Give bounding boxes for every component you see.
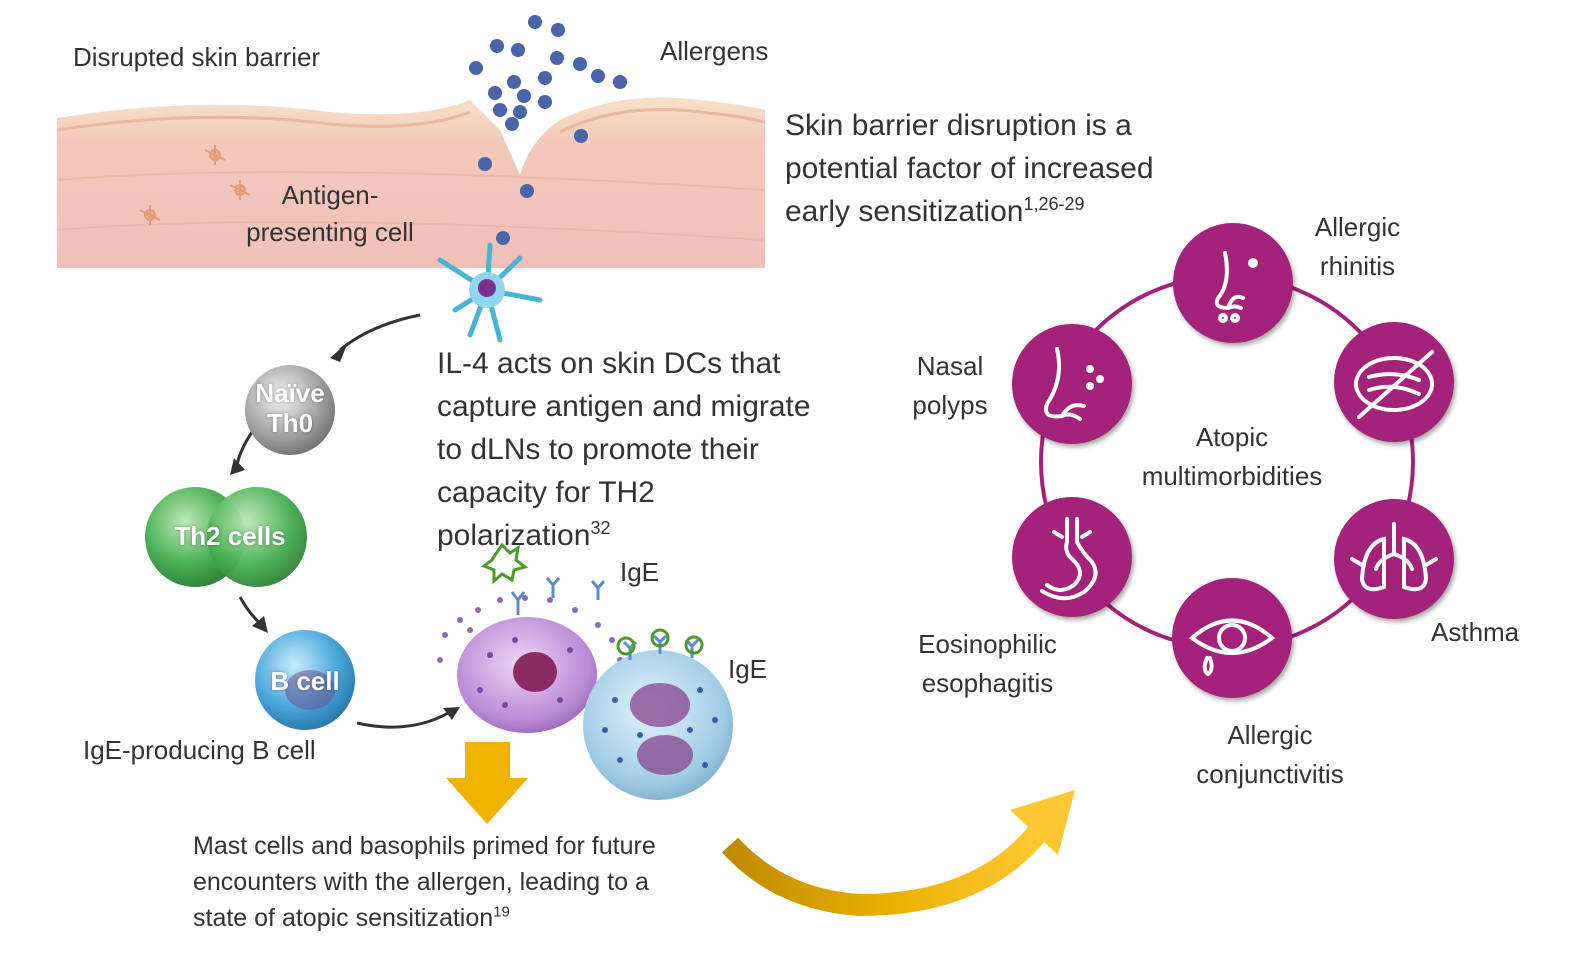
nose-allergen-icon — [1173, 223, 1293, 343]
naive-th0-line2: Th0 — [266, 408, 314, 438]
apc-label-line2: presenting cell — [246, 217, 414, 247]
outcome-note-line2: encounters with the allergen, leading to… — [193, 868, 649, 896]
naive-th0-label: Naïve Th0 — [250, 378, 330, 438]
allergic-conjunctivitis-label: Allergic conjunctivitis — [1170, 716, 1370, 794]
atopic-line1: Atopic — [1195, 422, 1269, 452]
skin-barrier-note-ref: 1,26-29 — [1023, 194, 1085, 214]
apc-label-line1: Antigen- — [281, 180, 379, 210]
eoe-line1: Eosinophilic — [918, 629, 1057, 659]
nose-polyps-icon — [1012, 324, 1132, 444]
allergic-conjunctivitis-line2: conjunctivitis — [1196, 759, 1344, 789]
eosinophilic-esophagitis-label: Eosinophilic esophagitis — [895, 625, 1080, 703]
il4-note-line5: polarization — [437, 519, 591, 552]
allergic-conjunctivitis-line1: Allergic — [1227, 720, 1313, 750]
outcome-note-ref: 19 — [493, 903, 510, 921]
il4-note-line4: capacity for TH2 — [437, 476, 655, 509]
no-food-icon — [1334, 322, 1454, 442]
apc-label: Antigen- presenting cell — [230, 177, 430, 251]
skin-barrier-note-line1: Skin barrier disruption is a — [785, 109, 1132, 142]
il4-note-ref: 32 — [590, 518, 611, 538]
asthma-label: Asthma — [1431, 617, 1520, 647]
allergens-label: Allergens — [660, 36, 769, 66]
skin-barrier-note: Skin barrier disruption is a potential f… — [785, 104, 1154, 233]
eye-tear-icon — [1172, 578, 1292, 698]
nasal-polyps-line1: Nasal — [916, 351, 984, 381]
il4-note-line1: IL-4 acts on skin DCs that — [437, 347, 781, 380]
il4-note-line3: to dLNs to promote their — [437, 433, 759, 466]
skin-barrier-note-line3: early sensitization — [785, 195, 1024, 228]
disrupted-skin-label: Disrupted skin barrier — [73, 42, 321, 72]
ige-label-basophil: IgE — [728, 654, 768, 684]
nasal-polyps-label: Nasal polyps — [895, 347, 1005, 425]
eoe-line2: esophagitis — [921, 668, 1054, 698]
bcell-caption: IgE-producing B cell — [83, 735, 316, 765]
il4-note: IL-4 acts on skin DCs that capture antig… — [437, 342, 811, 557]
ige-label-mast: IgE — [620, 557, 660, 587]
naive-th0-line1: Naïve — [255, 378, 325, 408]
atopic-line2: multimorbidities — [1141, 461, 1323, 491]
outcome-note: Mast cells and basophils primed for futu… — [193, 828, 656, 936]
skin-barrier-note-line2: potential factor of increased — [785, 152, 1154, 185]
bcell-label: B cell — [270, 666, 340, 696]
il4-note-line2: capture antigen and migrate — [437, 390, 811, 423]
outcome-note-line1: Mast cells and basophils primed for futu… — [193, 832, 656, 860]
nasal-polyps-line2: polyps — [912, 390, 988, 420]
lungs-icon — [1334, 499, 1454, 619]
allergic-rhinitis-line2: rhinitis — [1319, 251, 1396, 281]
atopic-multimorbidities-label: Atopic multimorbidities — [1112, 418, 1352, 496]
allergic-rhinitis-line1: Allergic — [1314, 212, 1401, 242]
allergic-rhinitis-label: Allergic rhinitis — [1290, 208, 1425, 286]
outcome-note-line3: state of atopic sensitization — [193, 904, 494, 932]
th2-cells-label: Th2 cells — [174, 521, 286, 551]
stomach-icon — [1012, 497, 1132, 617]
